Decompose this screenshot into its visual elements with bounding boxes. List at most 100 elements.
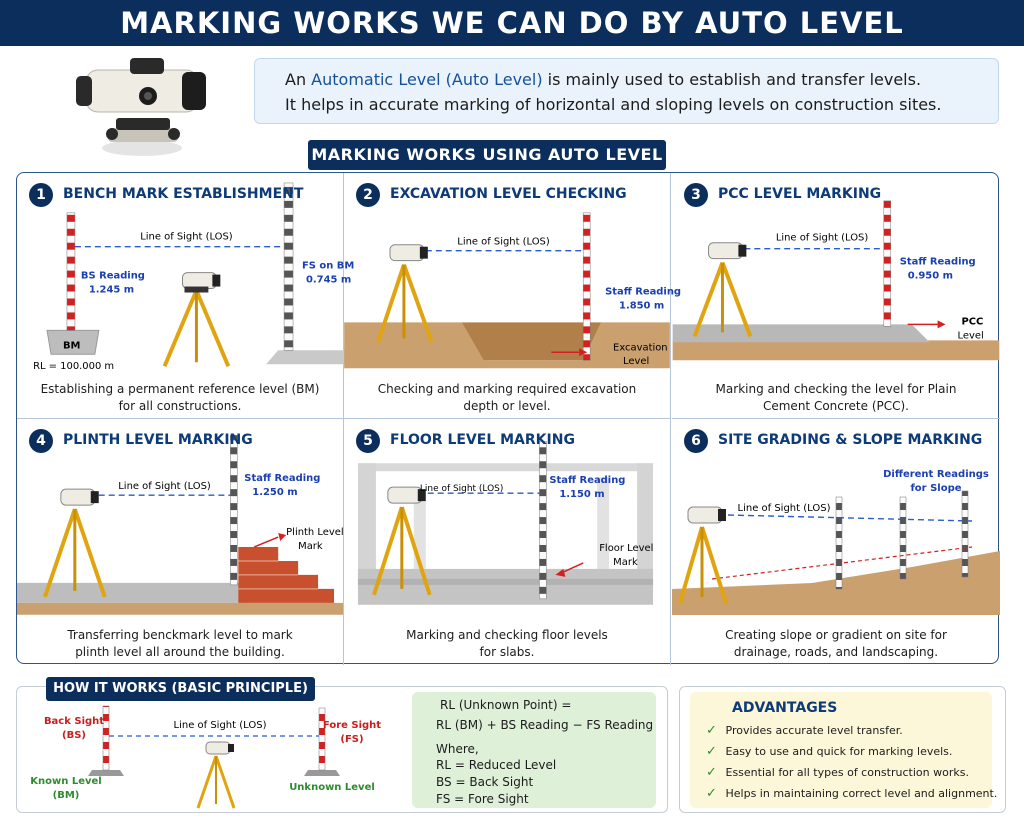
pcc-level-label: PCC	[961, 316, 983, 327]
floor-level-label-2: Mark	[613, 557, 638, 568]
def-abbr: FS	[436, 792, 451, 806]
advantage-text: Helps in maintaining correct level and a…	[725, 787, 998, 800]
staff-reading-label: Staff Reading	[244, 473, 320, 484]
floor-level-label: Floor Level	[599, 543, 653, 554]
desc-line-2: depth or level.	[463, 399, 551, 413]
advantage-item: ✓ Easy to use and quick for marking leve…	[706, 744, 952, 759]
card-title: SITE GRADING & SLOPE MARKING	[718, 432, 983, 448]
slope-labels: Line of Sight (LOS) Different Readings f…	[738, 469, 989, 514]
formula-panel: RL (Unknown Point) = RL (BM) + BS Readin…	[412, 692, 656, 808]
los-label: Line of Sight (LOS)	[118, 481, 211, 492]
def-eq: =	[454, 758, 465, 772]
bench-mark-labels: Line of Sight (LOS) BS Reading 1.245 m F…	[33, 232, 354, 372]
los-label: Line of Sight (LOS)	[420, 484, 503, 494]
formula-where: Where,	[436, 742, 479, 756]
intro-prefix: An	[285, 70, 312, 89]
card-slope: 6 SITE GRADING & SLOPE MARKING Line of S…	[672, 419, 1000, 665]
floor-illustration	[357, 441, 654, 605]
how-it-works-title: HOW IT WORKS (BASIC PRINCIPLE)	[46, 677, 315, 701]
check-icon: ✓	[706, 744, 717, 759]
staff-reading-value: 0.950 m	[908, 271, 953, 282]
card-title: PCC LEVEL MARKING	[718, 186, 882, 202]
advantage-text: Essential for all types of construction …	[725, 766, 969, 779]
formula-line-2: RL (BM) + BS Reading − FS Reading	[436, 718, 654, 732]
back-sight-label: Back Sight	[44, 716, 104, 727]
desc-line-2: drainage, roads, and landscaping.	[733, 645, 939, 659]
desc-line-1: Marking and checking the level for Plain	[715, 382, 957, 396]
marking-works-grid: 1 BENCH MARK ESTABLISHMENT Line of Sight…	[16, 172, 1000, 665]
staff-reading-value: 1.250 m	[252, 487, 297, 498]
check-icon: ✓	[706, 723, 717, 738]
back-sight-abbr: (BS)	[62, 730, 86, 741]
card-description: Establishing a permanent reference level…	[23, 381, 337, 415]
desc-line-1: Creating slope or gradient on site for	[725, 628, 947, 642]
staff-reading-value: 1.850 m	[619, 300, 664, 311]
how-it-works-panel	[16, 686, 668, 813]
card-number: 5	[356, 429, 380, 453]
staff-reading-value: 1.150 m	[559, 489, 604, 500]
excavation-illustration	[344, 212, 670, 369]
fs-on-bm-label: FS on BM	[302, 261, 354, 272]
different-readings-label: Different Readings	[883, 469, 989, 480]
card-pcc: 3 PCC LEVEL MARKING Line of Sight (LOS) …	[672, 173, 1000, 419]
check-icon: ✓	[706, 765, 717, 780]
card-description: Marking and checking floor levels for sl…	[350, 627, 664, 661]
floor-labels: Line of Sight (LOS) Staff Reading 1.150 …	[420, 475, 653, 568]
known-level-bm: (BM)	[53, 790, 80, 801]
card-number: 3	[684, 183, 708, 207]
desc-line-2: for all constructions.	[118, 399, 242, 413]
intro-highlight: Automatic Level (Auto Level)	[311, 70, 543, 89]
advantage-item: ✓ Provides accurate level transfer.	[706, 723, 903, 738]
los-label: Line of Sight (LOS)	[738, 503, 831, 514]
staff-reading-label: Staff Reading	[605, 287, 681, 298]
def-bs: BS = Back Sight	[436, 775, 533, 789]
advantages-title: ADVANTAGES	[732, 700, 838, 716]
desc-line-2: plinth level all around the building.	[75, 645, 285, 659]
fore-sight-label: Fore Sight	[323, 720, 381, 731]
card-title: EXCAVATION LEVEL CHECKING	[390, 186, 627, 202]
bs-reading-value: 1.245 m	[89, 285, 134, 296]
card-plinth: 4 PLINTH LEVEL MARKING Line of Sight (LO…	[17, 419, 344, 665]
pcc-labels: Line of Sight (LOS) Staff Reading 0.950 …	[776, 233, 984, 342]
card-number: 1	[29, 183, 53, 207]
different-readings-label-2: for Slope	[910, 483, 961, 494]
principle-los-label: Line of Sight (LOS)	[174, 720, 267, 731]
los-label: Line of Sight (LOS)	[457, 237, 550, 248]
bench-mark-illustration	[46, 182, 346, 367]
card-title: BENCH MARK ESTABLISHMENT	[63, 186, 304, 202]
card-description: Checking and marking required excavation…	[350, 381, 664, 415]
card-number: 6	[684, 429, 708, 453]
intro-panel: An Automatic Level (Auto Level) is mainl…	[254, 58, 999, 124]
def-fs: FS = Fore Sight	[436, 792, 529, 806]
card-description: Transferring benckmark level to mark pli…	[23, 627, 337, 661]
slope-illustration	[672, 490, 1000, 615]
def-meaning: Fore Sight	[468, 792, 529, 806]
intro-line-1: An Automatic Level (Auto Level) is mainl…	[285, 67, 998, 92]
desc-line-1: Establishing a permanent reference level…	[40, 382, 320, 396]
advantage-text: Easy to use and quick for marking levels…	[725, 745, 953, 758]
def-rl: RL = Reduced Level	[436, 758, 556, 772]
advantage-item: ✓ Essential for all types of constructio…	[706, 765, 969, 780]
card-number: 2	[356, 183, 380, 207]
desc-line-2: Cement Concrete (PCC).	[762, 399, 909, 413]
intro-line-2: It helps in accurate marking of horizont…	[285, 95, 942, 114]
page-title: MARKING WORKS WE CAN DO BY AUTO LEVEL	[0, 0, 1024, 46]
staff-reading-label: Staff Reading	[900, 257, 976, 268]
desc-line-1: Marking and checking floor levels	[406, 628, 608, 642]
bs-reading-label: BS Reading	[81, 271, 145, 282]
plinth-illustration	[17, 435, 343, 615]
card-bench-mark: 1 BENCH MARK ESTABLISHMENT Line of Sight…	[17, 173, 354, 419]
advantages-panel	[679, 686, 1006, 813]
card-title: PLINTH LEVEL MARKING	[63, 432, 253, 448]
unknown-level-label: Unknown Level	[289, 782, 375, 793]
def-eq: =	[455, 775, 466, 789]
plinth-labels: Line of Sight (LOS) Staff Reading 1.250 …	[118, 473, 343, 552]
excavation-level-label: Excavation	[613, 342, 668, 353]
advantage-item: ✓ Helps in maintaining correct level and…	[706, 786, 997, 801]
principle-illustration: Back Sight (BS) Line of Sight (LOS) Fore…	[30, 705, 381, 809]
formula-line-1: RL (Unknown Point) =	[440, 698, 572, 712]
def-meaning: Back Sight	[469, 775, 534, 789]
advantages-inner	[690, 692, 992, 808]
intro-suffix: is mainly used to establish and transfer…	[542, 70, 922, 89]
fs-on-bm-value: 0.745 m	[306, 275, 351, 286]
